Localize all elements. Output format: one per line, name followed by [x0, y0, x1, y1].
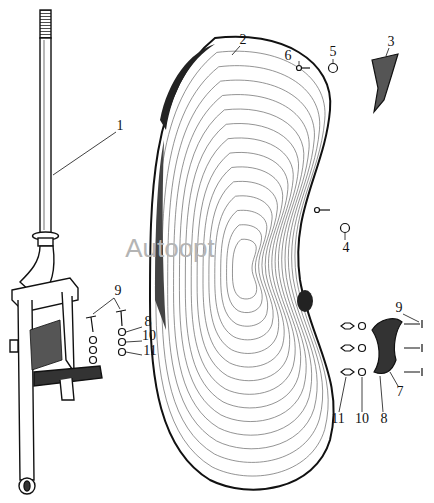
disc-ring [156, 51, 328, 476]
watermark: Autoopt [125, 235, 215, 261]
callout-number: 1 [117, 119, 124, 133]
callout-number: 10 [355, 412, 369, 426]
callout-number: 4 [343, 241, 350, 255]
callout-number: 9 [115, 284, 122, 298]
disc-ring [185, 123, 300, 407]
callout-number: 9 [396, 301, 403, 315]
callout-number: 7 [397, 385, 404, 399]
disc-ring [221, 210, 268, 326]
cutter-fasteners [341, 319, 422, 376]
callout-number: 6 [285, 49, 292, 63]
disc-ring [174, 95, 312, 436]
disc-ring [232, 239, 256, 299]
disc-ring [179, 109, 306, 422]
callout-number: 8 [145, 315, 152, 329]
callout-number: 2 [240, 33, 247, 47]
callout-number: 5 [330, 45, 337, 59]
callout-number: 11 [143, 344, 156, 358]
disc [150, 37, 334, 490]
stand-fasteners [86, 310, 126, 364]
disc-ring [203, 167, 284, 367]
leader-lines [53, 46, 419, 412]
stand [10, 10, 102, 494]
disc-ring [215, 196, 273, 340]
disc-ring [209, 181, 279, 353]
callout-number: 8 [381, 412, 388, 426]
disc-ring [227, 225, 263, 313]
disc-ring [191, 138, 295, 394]
callout-number: 3 [388, 35, 395, 49]
callout-number: 10 [142, 329, 156, 343]
callout-number: 11 [331, 412, 344, 426]
disc-ring [168, 80, 318, 449]
disc-ring [162, 66, 323, 463]
scraper [297, 54, 399, 233]
disc-ring [197, 152, 290, 380]
